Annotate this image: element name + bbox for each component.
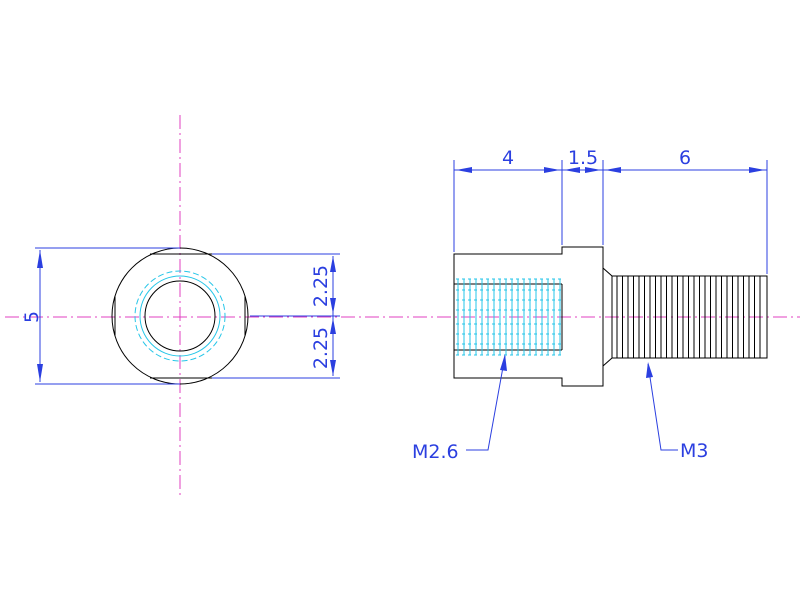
arrow-half-top <box>330 256 336 272</box>
arrow-4-left <box>456 167 472 173</box>
arrow-diameter-bottom <box>37 364 43 382</box>
callout-external-thread: M3 <box>680 440 708 462</box>
external-thread-hatch <box>616 276 761 358</box>
dim-text-diameter: 5 <box>21 311 43 323</box>
callout-internal-thread: M2.6 <box>412 441 459 463</box>
internal-thread-hatch <box>456 278 562 356</box>
leader-arrow-internal <box>500 354 507 371</box>
arrow-half-mid-down <box>330 318 336 334</box>
thread-major-circle <box>134 270 226 362</box>
dim-text-half-upper: 2.25 <box>310 265 332 307</box>
dim-text-half-lower: 2.25 <box>310 327 332 369</box>
side-view: 4 1.5 6 M2.6 M3 <box>412 147 768 463</box>
thread-outer-circle <box>139 275 221 357</box>
arrow-1-5-left <box>564 167 580 173</box>
dim-text-length-male: 6 <box>679 147 691 169</box>
arrow-diameter-top <box>37 250 43 268</box>
dim-text-length-female: 4 <box>502 147 514 169</box>
leader-external-thread <box>647 363 678 451</box>
arrow-4-right <box>544 167 560 173</box>
arrow-6-left <box>605 167 621 173</box>
leader-arrow-external <box>646 362 653 378</box>
bore-circle <box>144 280 216 352</box>
male-thread-body <box>611 275 768 359</box>
dim-text-length-step: 1.5 <box>568 147 598 169</box>
leader-internal-thread <box>466 355 506 451</box>
arrow-6-right <box>749 167 765 173</box>
arrow-1-5-right <box>585 167 601 173</box>
end-view: 5 2.25 2.25 <box>5 115 800 495</box>
arrow-half-bottom <box>330 360 336 376</box>
arrow-half-mid-up <box>330 298 336 314</box>
